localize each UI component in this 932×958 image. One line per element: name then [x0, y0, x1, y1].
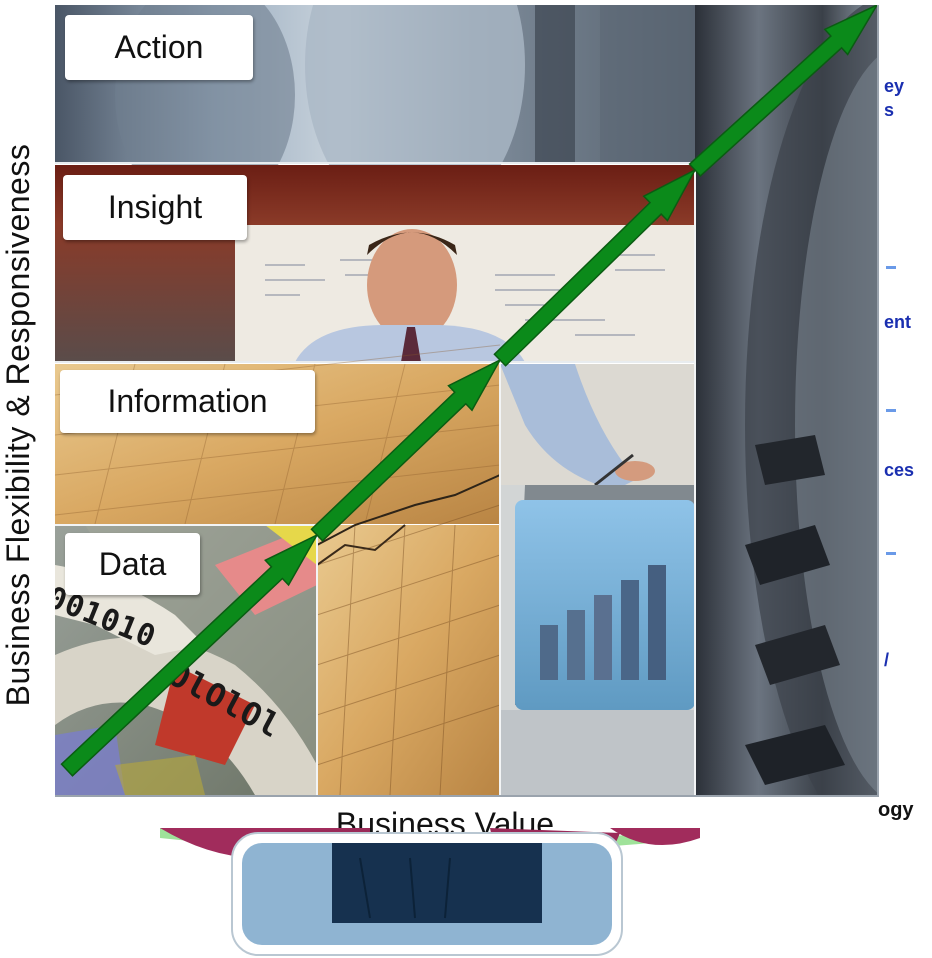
level-label-action: Action: [65, 15, 253, 80]
decorative-cartoon: [160, 828, 700, 956]
bullet-dash: [886, 409, 896, 412]
partial-side-text-2: s: [884, 100, 895, 120]
partial-bottom-text: ogy: [878, 799, 914, 821]
growth-arrow-path: [60, 5, 877, 777]
partial-side-text-4: ces: [884, 460, 915, 480]
level-label-data: Data: [65, 533, 200, 595]
bullet-dash: [886, 266, 896, 269]
growth-arrow-segment: [310, 358, 502, 542]
y-axis-label: Business Flexibility & Responsiveness: [0, 143, 36, 707]
diagram-collage: 001010 OlOlOl Action Insight Information…: [55, 5, 879, 797]
partial-side-text-1: ey: [884, 76, 905, 96]
growth-arrow-segment: [688, 5, 877, 177]
partial-side-text-3: ent: [884, 312, 911, 332]
level-label-insight: Insight: [63, 175, 247, 240]
growth-arrow-segment: [60, 533, 319, 777]
level-label-information: Information: [60, 370, 315, 433]
partial-side-text-5: /: [884, 650, 890, 670]
bullet-dash: [886, 552, 896, 555]
growth-arrow-segment: [493, 168, 697, 367]
